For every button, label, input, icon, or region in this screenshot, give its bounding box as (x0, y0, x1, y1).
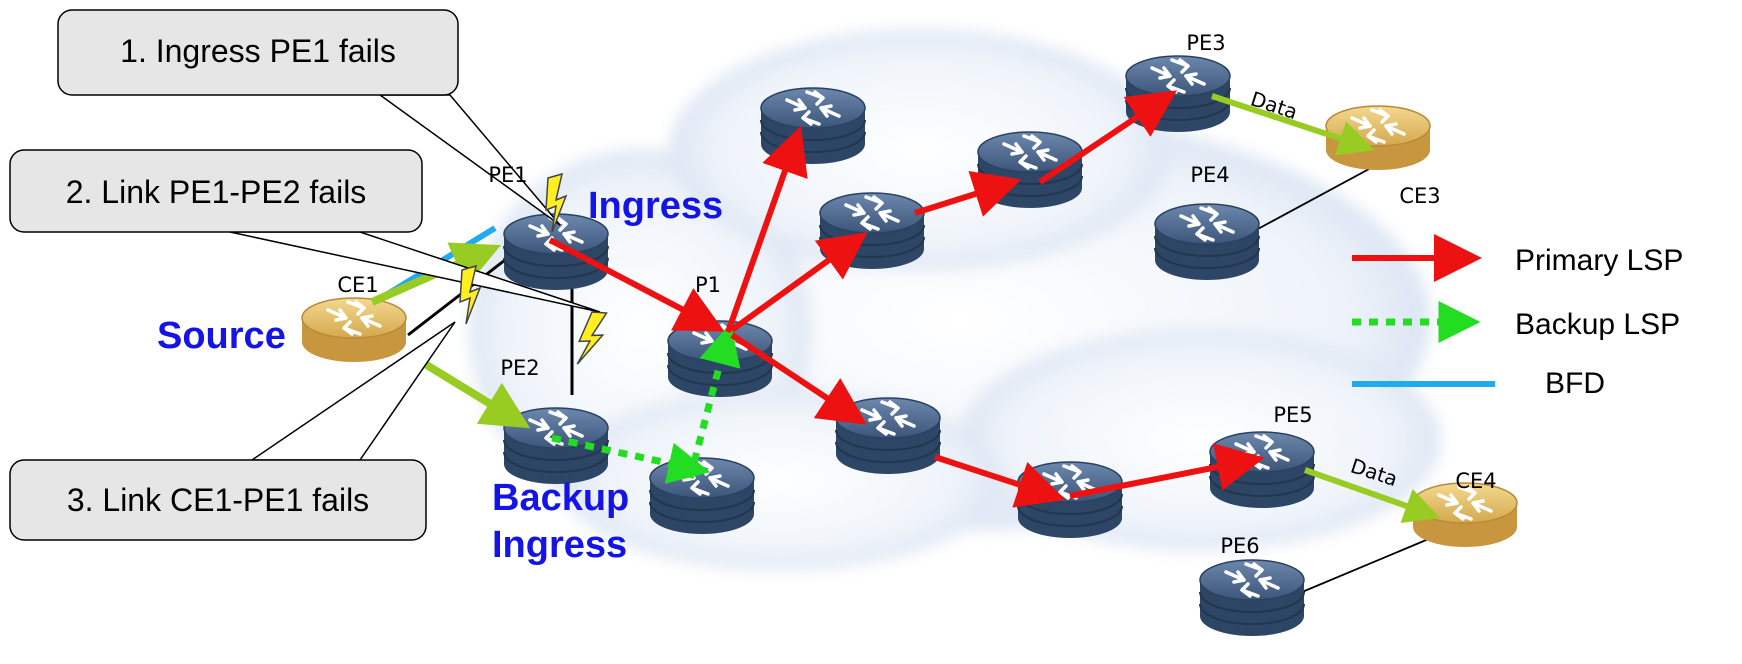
label-ce3: CE3 (1399, 184, 1440, 208)
callout-2-text: 2. Link PE1-PE2 fails (66, 174, 367, 210)
label-p1: P1 (695, 273, 721, 297)
label-pe1: PE1 (488, 163, 527, 187)
label-backup-ingress: Ingress (492, 524, 627, 566)
callout-3-text: 3. Link CE1-PE1 fails (67, 482, 369, 518)
primary-r5-pe5 (1069, 443, 1265, 499)
label-pe3: PE3 (1186, 31, 1225, 55)
label-ce1: CE1 (337, 273, 378, 297)
router-icon-r4 (834, 396, 942, 476)
legend-bfd-text: BFD (1545, 367, 1605, 400)
data-pe3-ce3 (1211, 93, 1375, 156)
label-pe4: PE4 (1190, 163, 1229, 187)
label-pe2: PE2 (500, 356, 539, 380)
callout-1: 1. Ingress PE1 fails (57, 9, 561, 226)
data-ce1-pe2 (422, 360, 531, 429)
router-icon-top (759, 86, 867, 166)
primary-r3-pe3 (1038, 90, 1177, 185)
callout-3: 3. Link CE1-PE1 fails (9, 321, 456, 541)
label-pe5: PE5 (1273, 403, 1312, 427)
router-icon-r3 (976, 130, 1084, 210)
primary-p1-r4 (730, 332, 867, 425)
backup-r-p1 (686, 322, 741, 479)
primary-pe1-p1 (548, 237, 725, 332)
primary-r4-r5 (934, 454, 1066, 508)
role-labels: Ingress Source Backup Ingress (157, 185, 723, 566)
callout-1-text: 1. Ingress PE1 fails (120, 33, 396, 69)
router-icon-pe5 (1208, 430, 1316, 510)
primary-lsp (548, 90, 1265, 508)
primary-r2-r3 (914, 170, 1022, 217)
data-pe5-ce4 (1303, 467, 1441, 523)
router-icon-backup (648, 456, 756, 536)
router-icon-ce1 (300, 296, 408, 364)
label-source: Source (157, 315, 286, 357)
legend-backup-text: Backup LSP (1515, 308, 1680, 341)
backup-pe2-r (551, 434, 711, 484)
callout-2: 2. Link PE1-PE2 fails (9, 149, 601, 313)
label-ce4: CE4 (1455, 469, 1496, 493)
primary-p1-r2 (730, 231, 868, 333)
label-ingress: Ingress (588, 185, 723, 227)
legend-primary-text: Primary LSP (1515, 244, 1683, 277)
legend: Primary LSP Backup LSP BFD (1352, 234, 1683, 400)
primary-p1-top (725, 125, 808, 334)
label-pe6: PE6 (1220, 534, 1259, 558)
router-icon-r5 (1016, 460, 1124, 540)
link-pe6-ce4 (1282, 529, 1451, 601)
router-icon-pe6 (1198, 558, 1306, 638)
backup-lsp (551, 322, 741, 484)
label-backup: Backup (492, 477, 629, 519)
router-icon-pe4 (1153, 202, 1261, 282)
